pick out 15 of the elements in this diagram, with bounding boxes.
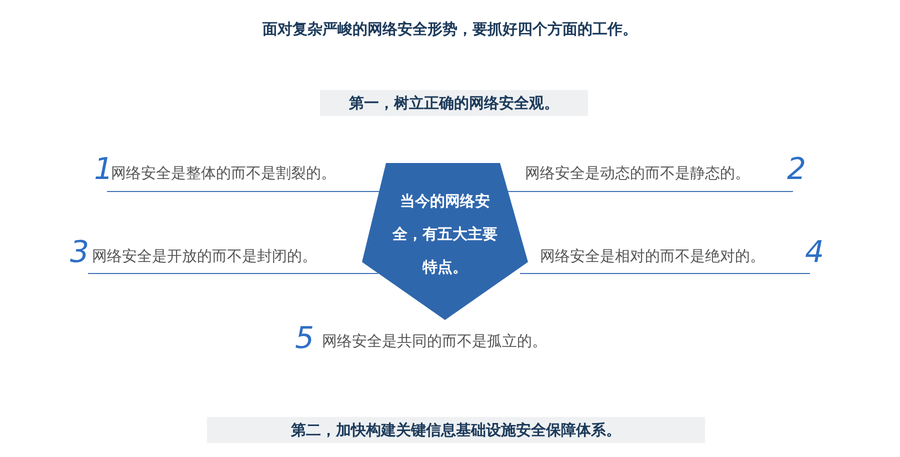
item-number: 5: [295, 323, 314, 355]
heading-band: 第一，树立正确的网络安全观。: [320, 90, 588, 116]
item-number: 1: [94, 154, 114, 186]
item-number: 3: [70, 237, 90, 269]
heading-band: 第二，加快构建关键信息基础设施安全保障体系。: [207, 417, 705, 443]
statement-text: 网络安全是整体的而不是割裂的。: [111, 163, 336, 183]
statement-text: 网络安全是共同的而不是孤立的。: [322, 331, 547, 351]
statement-text: 网络安全是相对的而不是绝对的。: [540, 246, 765, 266]
item-number: 4: [805, 237, 824, 269]
statement-text: 网络安全是开放的而不是封闭的。: [92, 246, 317, 266]
center-text: 当今的网络安全，有五大主要特点。: [392, 191, 498, 278]
statement-text: 网络安全是动态的而不是静态的。: [525, 163, 750, 183]
pentagon-shape: [362, 163, 528, 320]
title: 面对复杂严峻的网络安全形势，要抓好四个方面的工作。: [262, 19, 638, 40]
item-number: 2: [787, 154, 806, 186]
